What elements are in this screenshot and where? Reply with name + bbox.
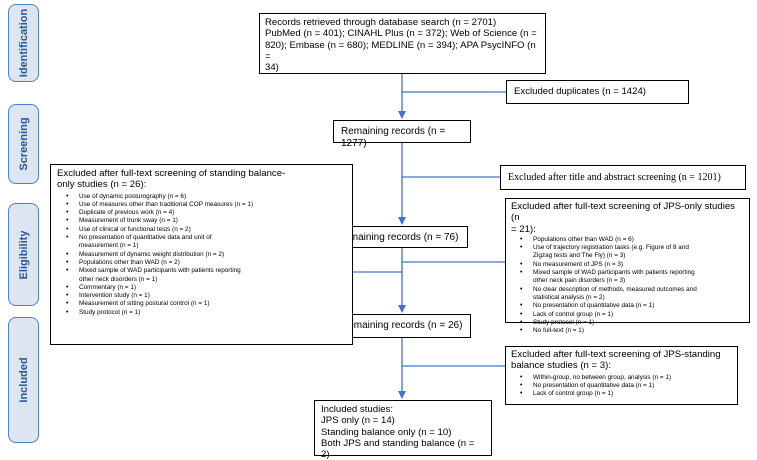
remaining-1277-text: Remaining records (n = 1277) [341, 126, 446, 149]
list-item: Measurement of trunk sway (n = 1) [66, 217, 346, 226]
records-retrieved-line3: 820); Embase (n = 680); MEDLINE (n = 394… [265, 39, 536, 62]
excluded-balance-box: Excluded after full-text screening of st… [50, 164, 353, 345]
list-item: No measurement of JPS (n = 3) [520, 261, 744, 270]
excluded-jps-standing-box: Excluded after full-text screening of JP… [505, 346, 738, 405]
list-item: No presentation of quantitative data (n … [520, 382, 732, 391]
included-studies-line3: Standing balance only (n = 10) [321, 426, 452, 438]
list-item: Mixed sample of WAD participants with pa… [520, 269, 744, 278]
remaining-76-text: Remaining records (n = 76) [337, 232, 459, 243]
list-item-continuation: measurement (n = 1) [79, 242, 139, 250]
stage-eligibility: Eligibility [8, 203, 39, 306]
list-item: Populations other than WAD (n = 2) [66, 259, 346, 268]
list-item: Commentary (n = 1) [66, 284, 346, 293]
stage-identification: Identification [8, 4, 39, 82]
list-item: Intervention study (n = 1) [66, 292, 346, 301]
remaining-1277-box: Remaining records (n = 1277) [333, 120, 471, 149]
list-item: Use of trajectory registration tasks (e.… [520, 244, 744, 253]
stage-eligibility-label: Eligibility [17, 230, 30, 279]
excluded-balance-title-line1: Excluded after full-text screening of st… [57, 168, 286, 179]
excluded-duplicates-text: Excluded duplicates (n = 1424) [514, 86, 646, 97]
list-item: No clear description of methods, measure… [520, 286, 744, 295]
remaining-26-box: Remaining records (n = 26) [333, 314, 471, 338]
list-item: No presentation of quantitative data (n … [520, 302, 744, 311]
stage-screening: Screening [8, 104, 39, 184]
list-item: Study protocol (n = 1) [520, 319, 744, 328]
records-retrieved-line2: PubMed (n = 401); CINAHL Plus (n = 372);… [265, 28, 537, 40]
excluded-jps-title-line1: Excluded after full-text screening of JP… [511, 201, 735, 224]
list-item: Use of measures other than traditional C… [66, 201, 346, 210]
included-studies-line1: Included studies: [321, 404, 393, 415]
list-item: Study protocol (n = 1) [66, 309, 346, 318]
excluded-jps-standing-title-line2: balance studies (n = 3): [511, 360, 611, 372]
list-item: Measurement of sitting postural control … [66, 300, 346, 309]
list-item: Within-group, no between group, analysis… [520, 374, 732, 383]
list-item-continuation: other neck pain disorders (n = 3) [533, 277, 626, 285]
stage-included: Included [8, 317, 39, 443]
stage-identification-label: Identification [17, 8, 30, 78]
list-item: Measurement of dynamic weight distributi… [66, 251, 346, 260]
excluded-title-abstract-box: Excluded after title and abstract screen… [500, 165, 746, 190]
list-item: Duplicate of previous work (n = 4) [66, 209, 346, 218]
list-item: Lack of control group (n = 1) [520, 311, 744, 320]
list-item: Use of dynamic posturography (n = 6) [66, 193, 346, 202]
list-item: No full-text (n = 1) [520, 327, 744, 336]
list-item: Mixed sample of WAD participants with pa… [66, 267, 346, 276]
excluded-jps-list: Populations other than WAD (n = 6) Use o… [511, 236, 744, 336]
included-studies-box: Included studies: JPS only (n = 14) Stan… [314, 400, 492, 460]
excluded-jps-box: Excluded after full-text screening of JP… [505, 198, 750, 336]
excluded-balance-title-line2: only studies (n = 26): [57, 179, 147, 191]
stage-screening-label: Screening [17, 117, 30, 171]
list-item: Lack of control group (n = 1) [520, 390, 732, 399]
records-retrieved-line1: Records retrieved through database searc… [265, 17, 497, 28]
excluded-jps-title-line2: = 21): [511, 223, 536, 235]
excluded-jps-standing-title-line1: Excluded after full-text screening of JP… [511, 349, 721, 360]
list-item: No presentation of quantitative data and… [66, 234, 346, 243]
included-studies-line2: JPS only (n = 14) [321, 415, 395, 427]
list-item-continuation: Zigzag tests and The Fly) (n = 3) [533, 252, 626, 260]
list-item-continuation: other neck disorders (n = 1) [79, 275, 158, 283]
stage-included-label: Included [17, 357, 30, 403]
remaining-76-box: Remaining records (n = 76) [329, 226, 468, 248]
excluded-title-abstract-text: Excluded after title and abstract screen… [508, 172, 721, 183]
remaining-26-text: Remaining records (n = 26) [341, 320, 463, 331]
list-item: Use of clinical or functional tests (n =… [66, 226, 346, 235]
records-retrieved-line4: 34) [265, 62, 279, 74]
included-studies-line4: Both JPS and standing balance (n = 2) [321, 437, 475, 460]
excluded-jps-standing-list: Within-group, no between group, analysis… [511, 374, 732, 399]
list-item-continuation: statistical analysis (n = 2) [533, 293, 605, 301]
list-item: Populations other than WAD (n = 6) [520, 236, 744, 245]
excluded-duplicates-box: Excluded duplicates (n = 1424) [506, 80, 689, 104]
excluded-balance-list: Use of dynamic posturography (n = 6) Use… [57, 193, 346, 318]
records-retrieved-box: Records retrieved through database searc… [259, 13, 546, 74]
